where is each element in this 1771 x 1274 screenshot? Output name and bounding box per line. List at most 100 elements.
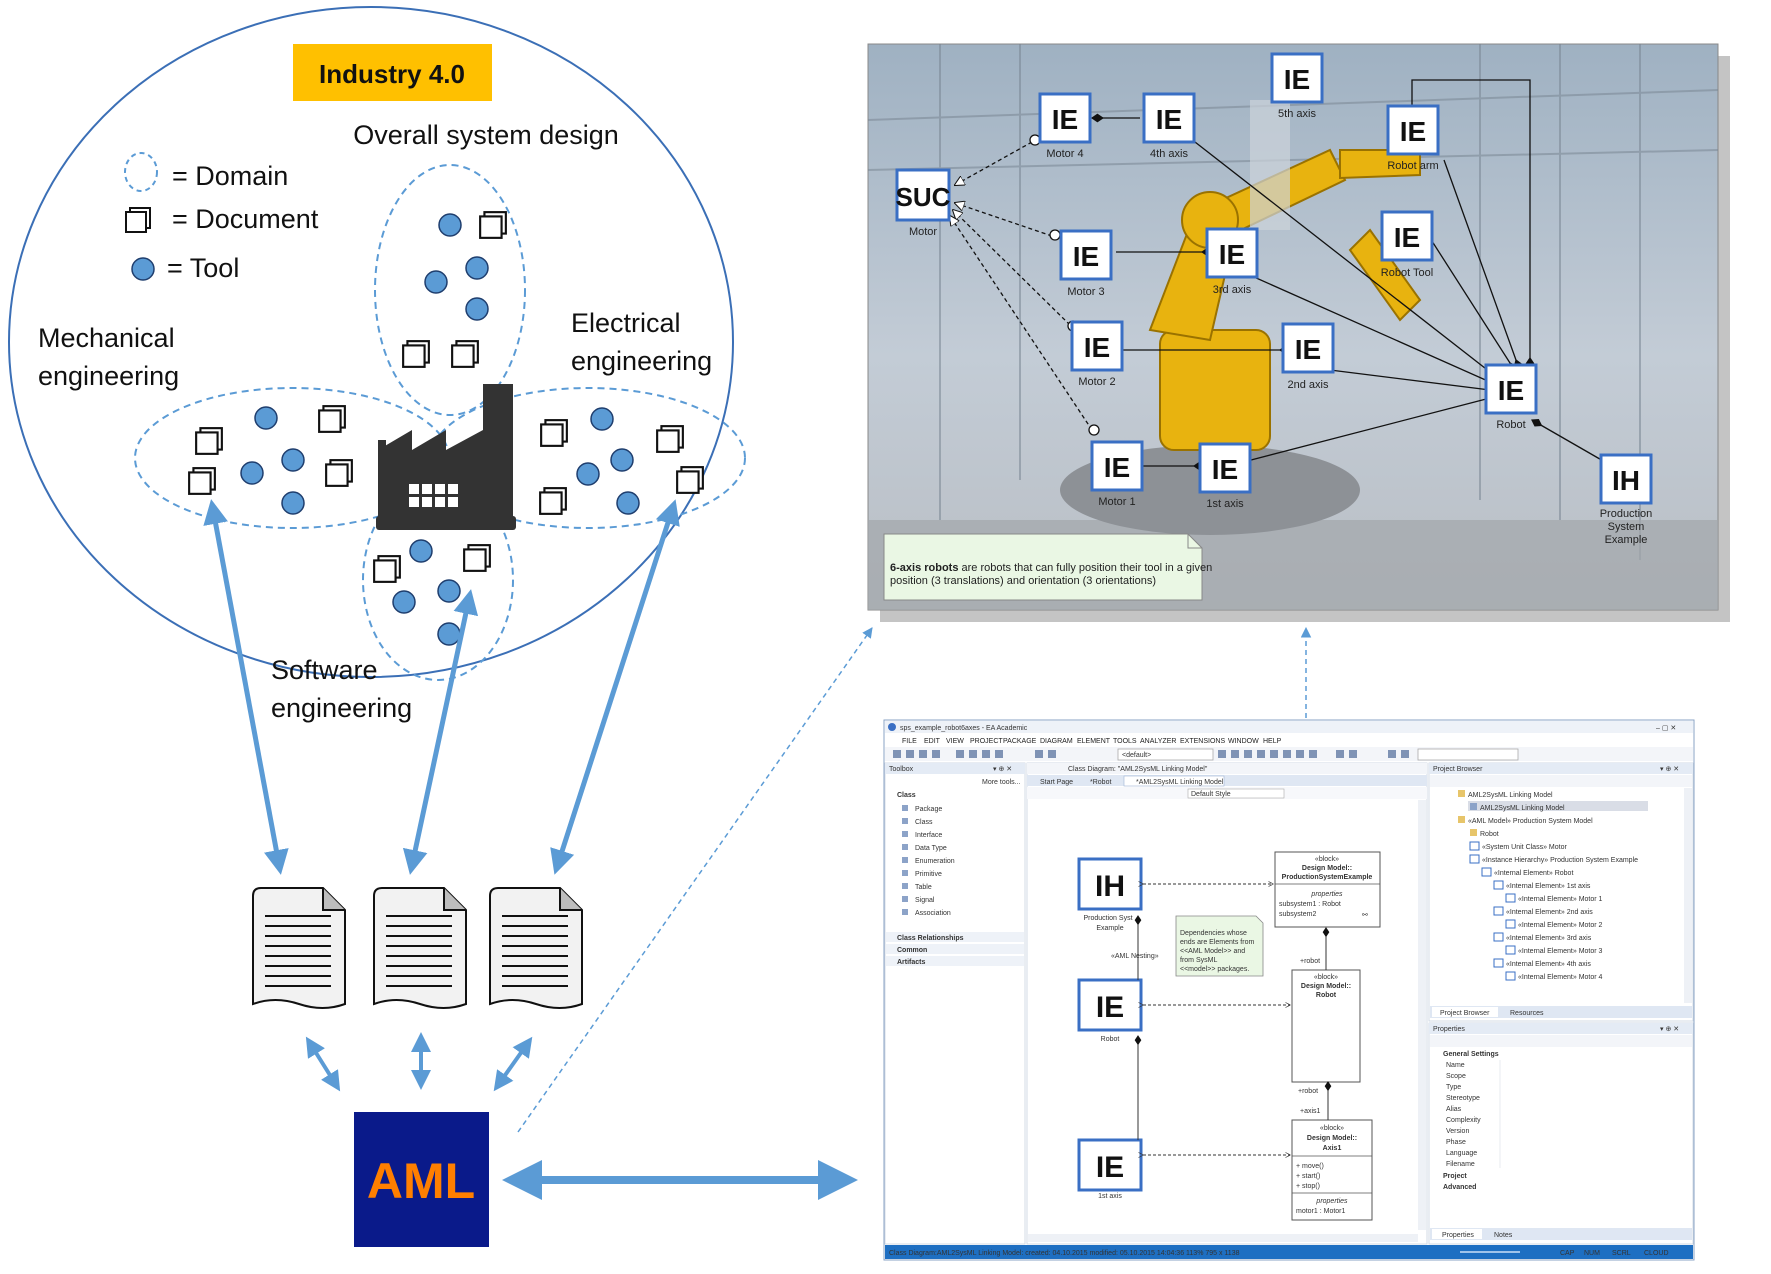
- aml-box: [354, 1112, 489, 1247]
- svg-text:<<model>> packages.: <<model>> packages.: [1180, 966, 1249, 973]
- tree-item-3[interactable]: Robot: [1480, 831, 1499, 838]
- block-axis1[interactable]: [1291, 1119, 1373, 1221]
- svg-text:<<AML Model>> and: <<AML Model>> and: [1180, 948, 1245, 955]
- canvas-axis-node[interactable]: [1077, 1138, 1143, 1192]
- toolbox-item-interface[interactable]: Interface: [915, 832, 942, 839]
- menu-project[interactable]: PROJECT: [970, 738, 1003, 745]
- ea-menu-bar: FILE EDIT VIEW PROJECT PACKAGE DIAGRAM E…: [902, 738, 1282, 745]
- browser-tree[interactable]: AML2SysML Linking Model AML2SysML Linkin…: [1458, 790, 1648, 981]
- prop-tab-notes[interactable]: [1484, 1229, 1520, 1239]
- tree-item-12[interactable]: «Internal Element» Motor 3: [1518, 948, 1603, 955]
- ea-window-controls[interactable]: – ▢ ✕: [1656, 725, 1676, 732]
- toolbox-class-group[interactable]: Class: [897, 792, 916, 799]
- prop-group-project[interactable]: Project: [1443, 1173, 1467, 1180]
- toolbox-item-association[interactable]: Association: [915, 910, 951, 917]
- toolbox-group-relationships[interactable]: Class Relationships: [897, 935, 964, 942]
- toolbox-item-package[interactable]: Package: [915, 806, 942, 813]
- properties-grid[interactable]: Name Scope Type Stereotype Alias Complex…: [1446, 1060, 1501, 1168]
- properties-pin[interactable]: ▾ ⊕ ✕: [1660, 1026, 1679, 1033]
- svg-text:IE: IE: [1284, 64, 1310, 95]
- node-axis1-label: 1st axis: [1206, 498, 1244, 510]
- toolbox-item-data-type[interactable]: Data Type: [915, 845, 947, 852]
- node-suc-label: Motor: [909, 226, 937, 238]
- svg-text:Design Model::: Design Model::: [1302, 865, 1352, 872]
- svg-text:Project Browser: Project Browser: [1440, 1010, 1490, 1017]
- svg-text:ProductionSystemExample: ProductionSystemExample: [1282, 874, 1373, 881]
- tree-item-2[interactable]: «AML Model» Production System Model: [1468, 818, 1593, 825]
- toolbox-item-table[interactable]: Table: [915, 884, 932, 891]
- tree-item-1[interactable]: AML2SysML Linking Model: [1480, 805, 1565, 812]
- svg-text:Default Style: Default Style: [1191, 791, 1231, 798]
- prop-group-advanced[interactable]: Advanced: [1443, 1184, 1476, 1191]
- canvas-vscroll[interactable]: [1418, 800, 1426, 1230]
- tree-item-6[interactable]: «Internal Element» Robot: [1494, 870, 1573, 877]
- menu-edit[interactable]: EDIT: [924, 738, 941, 745]
- node-robot-arm-label: Robot arm: [1387, 160, 1438, 172]
- style-combo[interactable]: [1187, 788, 1285, 799]
- tab-robot[interactable]: [1080, 776, 1122, 786]
- more-tools[interactable]: More tools...: [982, 779, 1021, 786]
- tree-item-7[interactable]: «Internal Element» 1st axis: [1506, 883, 1591, 890]
- toolbox-item-signal[interactable]: Signal: [915, 897, 935, 904]
- svg-text:«block»: «block»: [1315, 856, 1339, 863]
- browser-vscroll[interactable]: [1684, 788, 1692, 1003]
- toolbox-items[interactable]: Package Class Interface Data Type Enumer…: [902, 805, 955, 917]
- menu-view[interactable]: VIEW: [946, 738, 964, 745]
- browser-tab-resources[interactable]: [1500, 1007, 1550, 1017]
- svg-text:Design Model::: Design Model::: [1307, 1135, 1357, 1142]
- toolbox-item-enumeration[interactable]: Enumeration: [915, 858, 955, 865]
- tab-linking-model[interactable]: [1123, 775, 1225, 787]
- menu-package[interactable]: PACKAGE: [1003, 738, 1037, 745]
- default-combo[interactable]: [1117, 748, 1214, 761]
- svg-text:«block»: «block»: [1320, 1125, 1344, 1132]
- tree-item-9[interactable]: «Internal Element» 2nd axis: [1506, 909, 1593, 916]
- menu-help[interactable]: HELP: [1263, 738, 1282, 745]
- tree-item-14[interactable]: «Internal Element» Motor 4: [1518, 974, 1603, 981]
- menu-element[interactable]: ELEMENT: [1077, 738, 1111, 745]
- general-settings[interactable]: General Settings: [1443, 1051, 1499, 1058]
- tab-start-page[interactable]: [1030, 776, 1078, 786]
- electrical-items: [539, 407, 704, 515]
- node-robot-arm: [1386, 104, 1440, 156]
- svg-text:+ stop(): + stop(): [1296, 1183, 1320, 1190]
- toolbar-search-combo[interactable]: [1417, 748, 1519, 761]
- tree-item-8[interactable]: «Internal Element» Motor 1: [1518, 896, 1603, 903]
- note-line2: position (3 translations) and orientatio…: [890, 575, 1156, 587]
- canvas-note[interactable]: [1175, 915, 1264, 977]
- block-production-system[interactable]: [1274, 851, 1381, 928]
- ea-toolbar-icons[interactable]: [893, 750, 1409, 758]
- robot-note: [883, 533, 1203, 601]
- toolbox-item-primitive[interactable]: Primitive: [915, 871, 942, 878]
- menu-window[interactable]: WINDOW: [1228, 738, 1259, 745]
- node-motor2-label: Motor 2: [1078, 376, 1115, 388]
- canvas-hscroll[interactable]: [1028, 1234, 1418, 1242]
- node-ih-label-2: System: [1608, 521, 1645, 533]
- menu-file[interactable]: FILE: [902, 738, 917, 745]
- zoom-slider[interactable]: [1460, 1251, 1520, 1253]
- node-axis1: [1198, 442, 1252, 494]
- overall-items: [402, 211, 507, 368]
- menu-tools[interactable]: TOOLS: [1113, 738, 1137, 745]
- menu-diagram[interactable]: DIAGRAM: [1040, 738, 1073, 745]
- prop-tab-properties[interactable]: [1432, 1229, 1482, 1239]
- browser-pin[interactable]: ▾ ⊕ ✕: [1660, 766, 1679, 773]
- menu-extensions[interactable]: EXTENSIONS: [1180, 738, 1225, 745]
- tree-item-4[interactable]: «System Unit Class» Motor: [1482, 844, 1567, 851]
- browser-title: Project Browser: [1433, 766, 1483, 773]
- toolbox-group-artifacts[interactable]: Artifacts: [897, 959, 926, 966]
- domain-overall: [374, 164, 526, 416]
- toolbox-item-class[interactable]: Class: [915, 819, 933, 826]
- tree-item-5[interactable]: «Instance Hierarchy» Production System E…: [1482, 857, 1638, 864]
- svg-text:+robot: +robot: [1300, 958, 1320, 965]
- toolbox-pin[interactable]: ▾ ⊕ ✕: [993, 766, 1012, 773]
- tree-item-0[interactable]: AML2SysML Linking Model: [1468, 792, 1553, 799]
- properties-title: Properties: [1433, 1026, 1465, 1033]
- svg-text:IE: IE: [1295, 334, 1321, 365]
- browser-tab-project[interactable]: [1432, 1007, 1498, 1017]
- tree-item-11[interactable]: «Internal Element» 3rd axis: [1506, 935, 1592, 942]
- menu-analyzer[interactable]: ANALYZER: [1140, 738, 1176, 745]
- tree-item-13[interactable]: «Internal Element» 4th axis: [1506, 961, 1591, 968]
- status-cloud: CLOUD: [1644, 1250, 1669, 1257]
- toolbox-group-common[interactable]: Common: [897, 947, 927, 954]
- tree-item-10[interactable]: «Internal Element» Motor 2: [1518, 922, 1603, 929]
